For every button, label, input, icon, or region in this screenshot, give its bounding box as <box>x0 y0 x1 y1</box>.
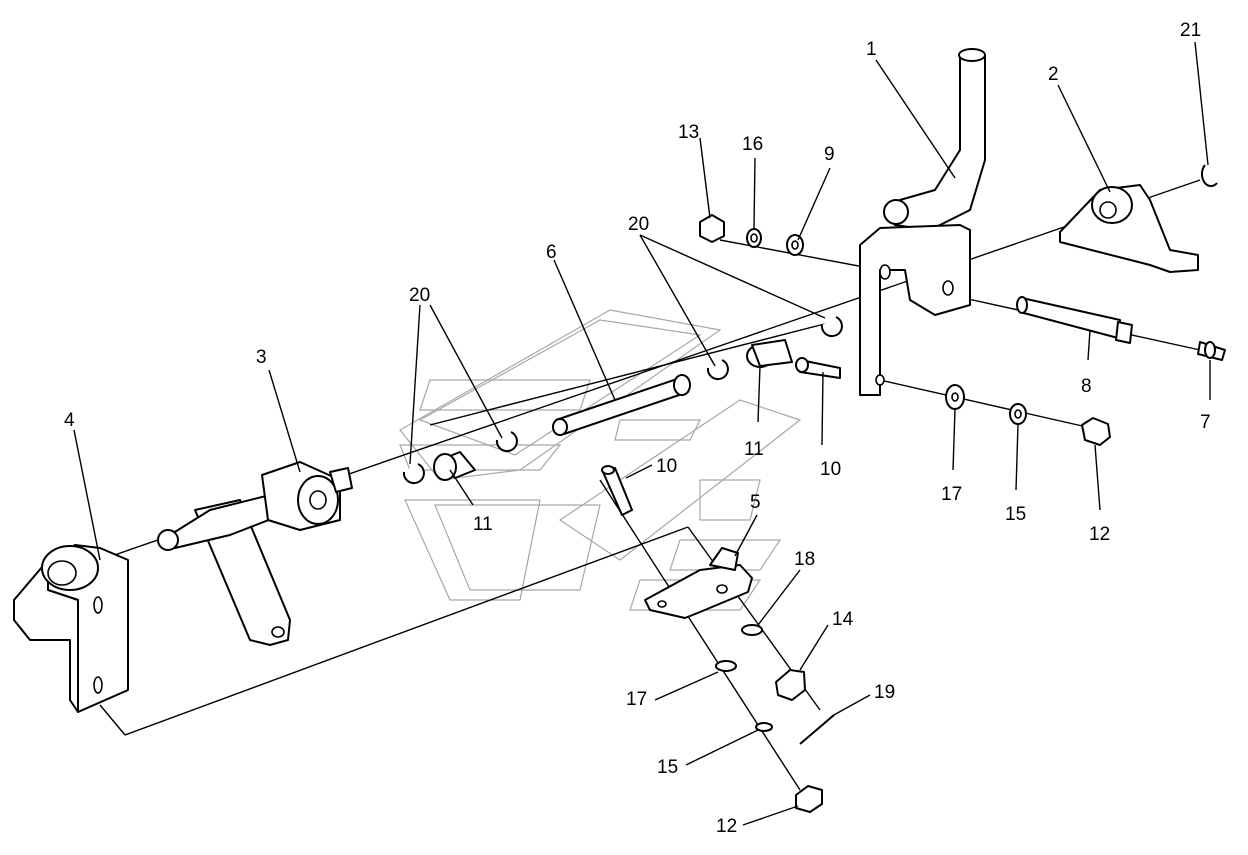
callout-7: 7 <box>1200 412 1211 433</box>
bushing-icon <box>433 339 793 481</box>
castle-nut-icon <box>775 669 806 701</box>
callout-8: 8 <box>1081 376 1092 397</box>
circlip-21-icon <box>1200 164 1218 188</box>
callout-18: 18 <box>794 549 815 570</box>
callout-15-right: 15 <box>1005 504 1026 525</box>
callout-16: 16 <box>742 134 763 155</box>
callout-4: 4 <box>64 410 75 431</box>
callout-3: 3 <box>256 347 267 368</box>
lock-washer-icon <box>746 228 762 248</box>
washer-17-icon <box>945 384 965 410</box>
callout-10-left: 10 <box>656 456 677 477</box>
bolt-icon <box>1016 296 1133 344</box>
bearing-bracket-icon <box>1059 184 1199 273</box>
callout-5: 5 <box>750 492 761 513</box>
callout-11-right: 11 <box>744 439 764 460</box>
callout-20-right: 20 <box>628 214 649 235</box>
lock-washer-15b-icon <box>755 722 773 732</box>
callout-21: 21 <box>1180 20 1201 41</box>
nut-12-icon <box>1081 417 1111 446</box>
washer-17b-icon <box>715 660 737 672</box>
circlip-icon <box>402 316 843 485</box>
callout-2: 2 <box>1048 64 1059 85</box>
leader-lines <box>73 41 1211 826</box>
grease-nipple-icon <box>1197 341 1226 361</box>
lever-arm-icon <box>157 461 353 646</box>
callout-6: 6 <box>546 242 557 263</box>
callout-15-left: 15 <box>657 757 678 778</box>
callout-labels: 1 2 21 3 4 6 13 16 9 20 20 11 11 10 10 5… <box>64 20 1211 837</box>
callout-12-left: 12 <box>716 816 737 837</box>
watermark-logo <box>399 309 802 611</box>
link-plate-icon <box>644 547 753 619</box>
callout-10-right: 10 <box>820 459 841 480</box>
callout-17-right: 17 <box>941 484 962 505</box>
cotter-pin-icon <box>799 714 835 745</box>
shaft-icon <box>552 374 691 436</box>
callout-13: 13 <box>678 122 699 143</box>
washer-18-icon <box>741 624 763 636</box>
lock-washer-15-icon <box>1009 403 1027 425</box>
ball-pin-icon <box>601 357 841 516</box>
callout-19: 19 <box>874 682 895 703</box>
callout-9: 9 <box>824 144 835 165</box>
shift-lever-icon <box>859 48 986 396</box>
callout-11-left: 11 <box>473 514 493 535</box>
callout-1: 1 <box>866 39 877 60</box>
washer-icon <box>786 234 804 256</box>
nut-icon <box>699 214 725 243</box>
mounting-bracket-icon <box>13 544 129 713</box>
nut-12b-icon <box>795 785 823 813</box>
callout-17-left: 17 <box>626 689 647 710</box>
callout-14: 14 <box>832 609 854 630</box>
callout-12-right: 12 <box>1089 524 1110 545</box>
callout-20-left: 20 <box>409 285 430 306</box>
